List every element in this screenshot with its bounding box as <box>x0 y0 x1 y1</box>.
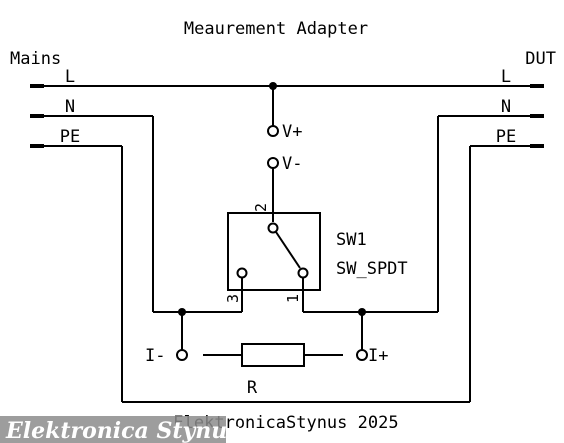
switch-pin-1-number: 1 <box>284 294 302 303</box>
terminal-v-minus-label: V- <box>282 154 302 174</box>
mains-line-n-label: N <box>65 97 75 117</box>
resistor-ref-label: R <box>247 378 258 398</box>
switch-type-label: SW_SPDT <box>336 259 408 279</box>
mains-label: Mains <box>10 49 61 69</box>
watermark-logo: Elektronica Stynus <box>0 416 240 443</box>
switch-pin-3-number: 3 <box>224 294 242 303</box>
terminal-i-minus <box>176 349 188 361</box>
terminal-v-plus <box>267 125 279 137</box>
terminal-i-minus-label: I- <box>145 346 165 366</box>
switch-contact-3 <box>236 267 248 279</box>
resistor-body <box>241 343 305 367</box>
switch-ref-label: SW1 <box>336 230 367 250</box>
diagram-title: Meaurement Adapter <box>184 19 368 39</box>
switch-common-contact <box>267 222 279 234</box>
dut-line-n-label: N <box>501 97 511 117</box>
watermark-text: Elektronica Stynus <box>5 418 240 443</box>
mains-line-pe-label: PE <box>60 127 80 147</box>
dut-line-pe-label: PE <box>496 127 516 147</box>
terminal-v-minus <box>267 157 279 169</box>
switch-pin-2-number: 2 <box>252 203 270 212</box>
terminal-i-plus-label: I+ <box>368 346 388 366</box>
dut-line-l-label: L <box>501 67 511 87</box>
switch-contact-1 <box>297 267 309 279</box>
footer-credit: ElektronicaStynus 2025 <box>173 413 398 433</box>
switch-body <box>227 212 321 291</box>
terminal-i-plus <box>356 349 368 361</box>
dut-label: DUT <box>525 49 556 69</box>
terminal-v-plus-label: V+ <box>282 122 302 142</box>
switch-lever <box>275 231 301 269</box>
mains-line-l-label: L <box>65 67 75 87</box>
